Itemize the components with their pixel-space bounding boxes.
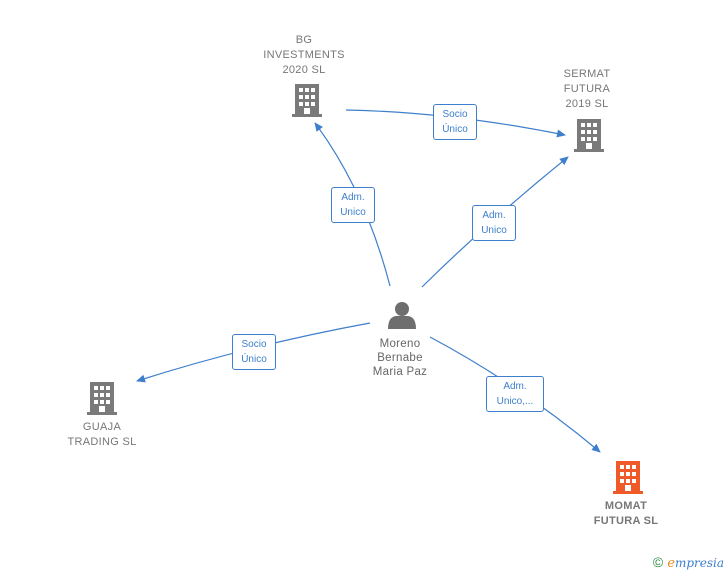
node-label-sermat-futura[interactable]: SERMAT FUTURA 2019 SL (563, 68, 611, 110)
node-label-person[interactable]: Moreno Bernabe Maria Paz (372, 338, 428, 378)
building-icon[interactable] (292, 84, 322, 117)
person-icon[interactable] (388, 302, 416, 329)
copyright-icon: © (652, 554, 664, 570)
edge-label-person-to-sermat: Adm. Unico (472, 205, 516, 241)
node-label-momat-futura[interactable]: MOMAT FUTURA SL (593, 500, 659, 527)
edge-label-bg-to-sermat: Socio Único (433, 104, 477, 140)
node-label-guaja-trading[interactable]: GUAJA TRADING SL (67, 421, 137, 448)
building-icon[interactable] (613, 461, 643, 494)
building-icon[interactable] (87, 382, 117, 415)
edge-label-person-to-momat: Adm. Unico,... (486, 376, 544, 412)
edge-label-person-to-bg: Adm. Unico (331, 187, 375, 223)
building-icon[interactable] (574, 119, 604, 152)
brand-logo-initial: e (667, 556, 675, 571)
brand-footer[interactable]: ©empresia (653, 554, 724, 571)
node-label-bg-investments[interactable]: BG INVESTMENTS 2020 SL (263, 34, 345, 76)
edge-label-person-to-guaja: Socio Único (232, 334, 276, 370)
brand-logo-text: mpresia (674, 556, 724, 570)
